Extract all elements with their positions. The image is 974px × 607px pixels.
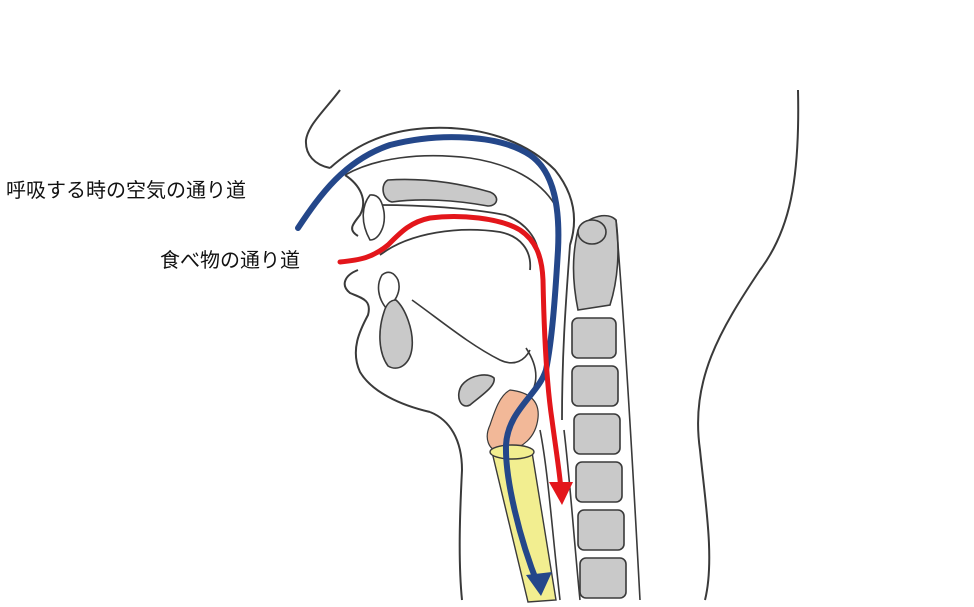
upper-teeth — [362, 194, 386, 241]
cervical-spine — [571, 214, 641, 601]
vertebra — [577, 509, 625, 551]
vertebra — [579, 557, 627, 599]
air-path-label: 呼吸する時の空気の通り道 — [6, 178, 246, 202]
food-path-arrowhead — [549, 482, 573, 505]
mouth-floor — [411, 299, 531, 364]
nasal-cavity-roof — [329, 126, 576, 246]
food-path-arrow-line — [337, 214, 564, 493]
vertebra — [575, 461, 623, 503]
trachea-opening — [489, 444, 535, 460]
esophagus-front-wall — [539, 429, 561, 601]
food-path-label: 食べ物の通り道 — [160, 248, 300, 272]
spine-back-edge — [615, 219, 641, 601]
air-path-arrow-line — [295, 134, 562, 588]
esophagus-back-wall — [563, 429, 581, 601]
upper-lip — [344, 174, 365, 237]
neck-front-outline — [429, 411, 464, 601]
soft-palate — [379, 204, 539, 259]
nasal-cavity-inner — [344, 154, 556, 206]
neck-back-outline — [697, 89, 800, 601]
mandible-bone — [379, 299, 414, 369]
air-path-arrowhead — [526, 572, 552, 596]
vertebra — [571, 317, 617, 359]
hyoid-bone — [458, 374, 495, 407]
vertebra — [571, 365, 619, 407]
pharynx-back-wall — [561, 244, 571, 421]
vertebra — [573, 413, 621, 455]
lower-lip — [343, 269, 431, 413]
nose-outline — [304, 89, 341, 169]
hard-palate-bone — [382, 178, 498, 207]
tongue — [379, 228, 532, 271]
atlas-bone — [577, 219, 607, 245]
lower-teeth — [377, 271, 400, 310]
